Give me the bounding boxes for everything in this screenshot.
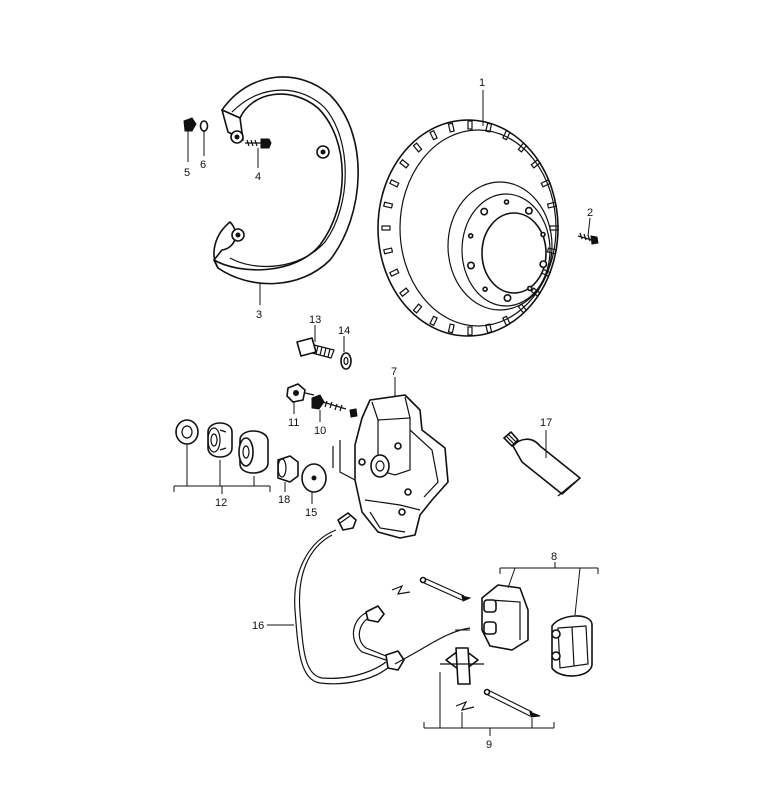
callout-4: 4 — [255, 171, 261, 183]
part-16-wear-sensor — [294, 512, 471, 685]
disc-vent-slot — [429, 315, 438, 327]
disc-vent-slot — [485, 323, 493, 334]
callout-10: 10 — [314, 425, 326, 437]
part-14-washer — [340, 352, 352, 370]
part-10-screw — [311, 394, 358, 418]
callout-labels: 1 2 3 4 5 6 7 8 9 10 11 12 13 14 15 16 1… — [184, 77, 593, 751]
part-5-nut — [183, 117, 197, 132]
callout-5: 5 — [184, 167, 190, 179]
disc-vent-slot — [412, 303, 423, 314]
disc-vent-slot — [389, 178, 400, 188]
callout-1: 1 — [479, 77, 485, 89]
disc-vent-slot — [502, 315, 511, 327]
disc-bolt-hole — [540, 231, 546, 238]
disc-vent-slot — [447, 323, 455, 334]
callout-12: 12 — [215, 497, 227, 509]
callout-7: 7 — [391, 366, 397, 378]
part-6-washer — [199, 120, 209, 132]
disc-vent-slot — [381, 225, 391, 231]
disc-bolt-hole — [524, 206, 533, 215]
callout-2: 2 — [587, 207, 593, 219]
disc-vent-slot — [517, 142, 528, 153]
leader-lines — [173, 90, 599, 736]
part-9-hardware-kit — [391, 576, 541, 718]
callout-18: 18 — [278, 494, 290, 506]
callout-15: 15 — [305, 507, 317, 519]
callout-17: 17 — [540, 417, 552, 429]
callout-6: 6 — [200, 159, 206, 171]
disc-vent-slot — [467, 326, 473, 336]
disc-vent-slot — [383, 247, 394, 255]
callout-8: 8 — [551, 551, 557, 563]
part-18-dust-cap — [277, 455, 299, 483]
callout-14: 14 — [338, 325, 350, 337]
part-11-bleed-valve — [286, 383, 315, 403]
disc-bolt-hole — [466, 261, 475, 270]
disc-vent-slot — [389, 268, 400, 278]
disc-bolt-hole — [503, 199, 510, 205]
part-17-grease-tube — [503, 431, 581, 497]
disc-vent-slot — [412, 142, 423, 153]
disc-vent-slot — [383, 201, 394, 209]
disc-vent-slot — [502, 129, 511, 141]
disc-vent-slot — [485, 122, 493, 133]
disc-bolt-hole — [480, 207, 489, 216]
callout-16: 16 — [252, 620, 264, 632]
part-15-spring-plate — [301, 463, 327, 493]
disc-vent-slot — [540, 178, 551, 188]
part-8-brake-pads — [481, 584, 593, 677]
disc-bolt-hole — [526, 285, 533, 292]
part-7-brake-caliper — [332, 394, 449, 539]
disc-vent-slot — [399, 158, 410, 169]
disc-vent-slot — [399, 287, 410, 298]
callout-9: 9 — [486, 739, 492, 751]
disc-bolt-holes — [466, 199, 548, 302]
disc-vent-slot — [467, 120, 473, 130]
disc-bolt-hole — [503, 293, 512, 302]
disc-vent-slot — [530, 158, 541, 169]
disc-vent-slot — [429, 129, 438, 141]
part-1-brake-disc — [377, 119, 559, 337]
part-4-bolt — [245, 138, 272, 149]
disc-vent-slot — [546, 201, 557, 209]
callout-13: 13 — [309, 314, 321, 326]
disc-bolt-hole — [467, 233, 474, 239]
part-3-dust-shield — [213, 76, 359, 285]
part-13-bolt — [296, 337, 335, 359]
callout-3: 3 — [256, 309, 262, 321]
disc-bolt-hole — [539, 260, 548, 269]
disc-vent-slot — [447, 122, 455, 133]
callout-11: 11 — [288, 417, 299, 429]
part-12-seal-kit — [175, 419, 269, 474]
disc-bolt-hole — [482, 286, 488, 293]
